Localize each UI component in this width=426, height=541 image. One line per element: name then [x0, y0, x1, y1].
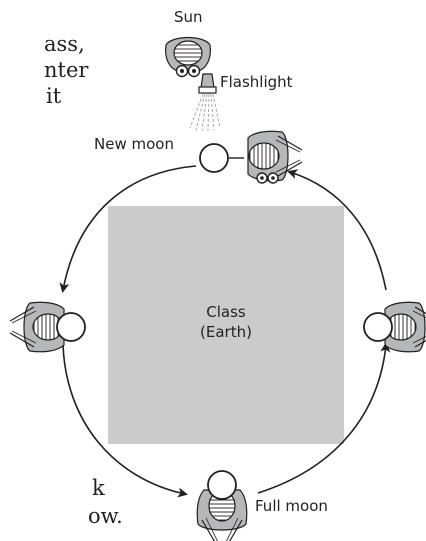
class-label: Class — [206, 303, 246, 321]
earth-label: (Earth) — [200, 323, 252, 341]
orbit-arc-top-right — [287, 169, 387, 291]
flashlight-icon — [198, 73, 217, 94]
cropped-text-line-2: nter — [44, 58, 89, 82]
moon-ball-icon — [363, 312, 393, 342]
sun-figure-icon — [165, 36, 211, 78]
new-moon-position — [199, 130, 303, 184]
cropped-text-line-5: ow. — [88, 504, 123, 528]
right-position — [363, 301, 426, 353]
cropped-text-line-4: k — [92, 476, 105, 500]
full-moon-position — [196, 470, 248, 541]
orbit-arc-bottom-left — [62, 344, 188, 498]
orbit-arc-top-left — [59, 165, 197, 293]
moon-ball-icon — [56, 312, 86, 342]
cropped-text-line-3: it — [46, 84, 62, 108]
class-earth-square — [108, 206, 344, 444]
class-earth-label: Class (Earth) — [108, 302, 344, 342]
orbit-arc-bottom-right — [257, 342, 391, 494]
cropped-text-line-1: ass, — [44, 32, 85, 56]
left-position — [9, 301, 86, 353]
moon-ball-icon — [207, 470, 237, 500]
light-beam — [189, 93, 221, 132]
new-moon-label: New moon — [94, 135, 174, 153]
flashlight-label: Flashlight — [220, 73, 293, 91]
sun-label: Sun — [174, 8, 203, 26]
full-moon-label: Full moon — [255, 497, 328, 515]
moon-ball-icon — [199, 143, 229, 173]
